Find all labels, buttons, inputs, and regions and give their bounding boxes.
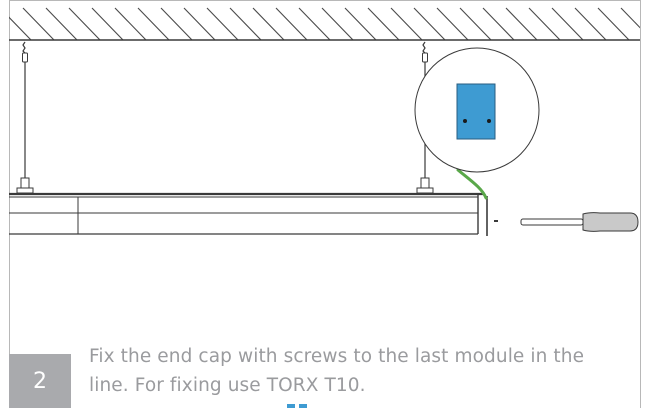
hatch-line xyxy=(620,7,640,29)
hatch-line xyxy=(574,7,607,40)
hatch-line xyxy=(390,7,423,40)
ceiling-hatch-icon xyxy=(9,7,649,41)
hatch-line xyxy=(229,7,262,40)
linear-luminaire-icon xyxy=(9,192,485,235)
hatch-line xyxy=(344,7,377,40)
hatch-line xyxy=(505,7,538,40)
hatch-line xyxy=(91,7,124,40)
hatch-line xyxy=(298,7,331,40)
hatch-line xyxy=(160,7,193,40)
hatch-line xyxy=(528,7,561,40)
hatch-line xyxy=(321,7,354,40)
hatch-line xyxy=(597,7,630,40)
hatch-line xyxy=(459,7,492,40)
hatch-line xyxy=(275,7,308,40)
hatch-line xyxy=(413,7,446,40)
hatch-line xyxy=(22,7,55,40)
hatch-line xyxy=(551,7,584,40)
hatch-line xyxy=(137,7,170,40)
hatch-line xyxy=(367,7,400,40)
hatch-line xyxy=(68,7,101,40)
green-cable xyxy=(456,168,488,200)
step-number-badge: 2 xyxy=(9,354,71,408)
instruction-text: Fix the end cap with screws to the last … xyxy=(89,346,585,396)
hatch-line xyxy=(252,7,285,40)
hatch-line xyxy=(482,7,515,40)
hatch-line xyxy=(206,7,239,40)
connector-marks xyxy=(287,404,307,408)
hatch-line xyxy=(114,7,147,40)
hatch-line xyxy=(183,7,216,40)
hatch-line xyxy=(644,8,649,40)
hatch-line xyxy=(436,7,469,40)
magnified-end-cap-icon xyxy=(414,47,540,173)
hatch-line xyxy=(9,16,32,40)
screw-hole-left xyxy=(463,119,467,123)
screwdriver-icon xyxy=(520,212,639,232)
screw-hole-right xyxy=(487,119,491,123)
diagram-frame xyxy=(9,0,641,408)
hatch-line xyxy=(45,7,78,40)
suspension-cable-left xyxy=(16,41,34,194)
